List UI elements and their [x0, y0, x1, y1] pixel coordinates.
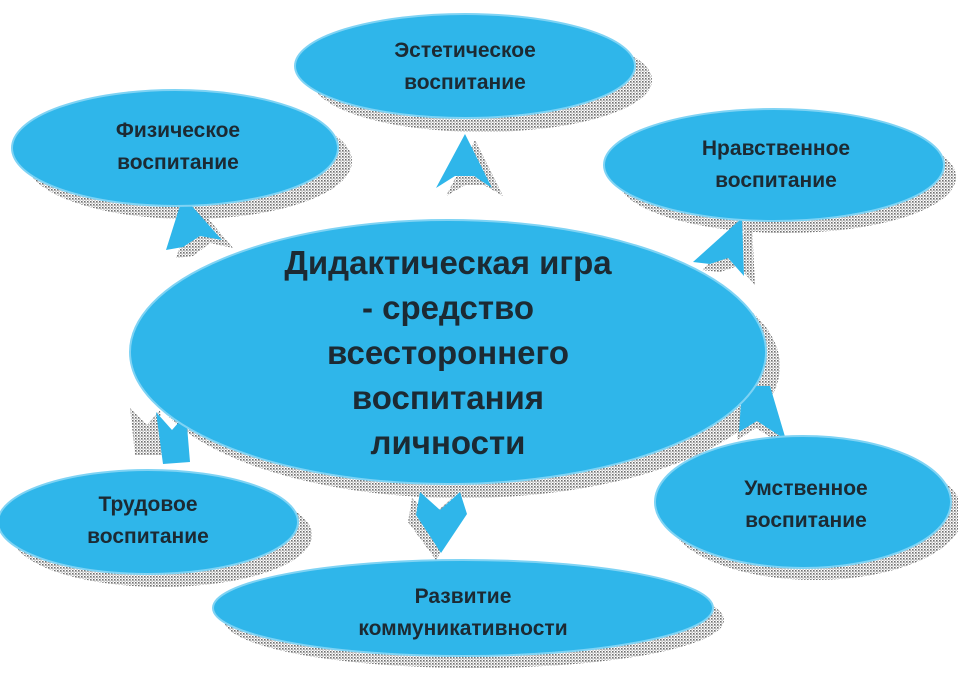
bubble-moral [603, 108, 945, 222]
arrow-to-aesthetic [436, 134, 492, 188]
arrow-to-communication [416, 492, 467, 553]
bubble-center [129, 219, 767, 485]
bubble-physical [11, 89, 339, 207]
bubble-layer [0, 13, 952, 657]
bubble-aesthetic [294, 13, 636, 119]
arrow-to-physical [166, 196, 222, 250]
arrow-to-mental [739, 386, 786, 440]
arrow-to-moral [693, 218, 744, 276]
bubble-communication [212, 559, 714, 657]
bubble-labor [0, 469, 299, 575]
arrow-layer [156, 134, 786, 553]
bubble-mental [654, 435, 952, 569]
shadow-arrow-labor [130, 408, 163, 455]
